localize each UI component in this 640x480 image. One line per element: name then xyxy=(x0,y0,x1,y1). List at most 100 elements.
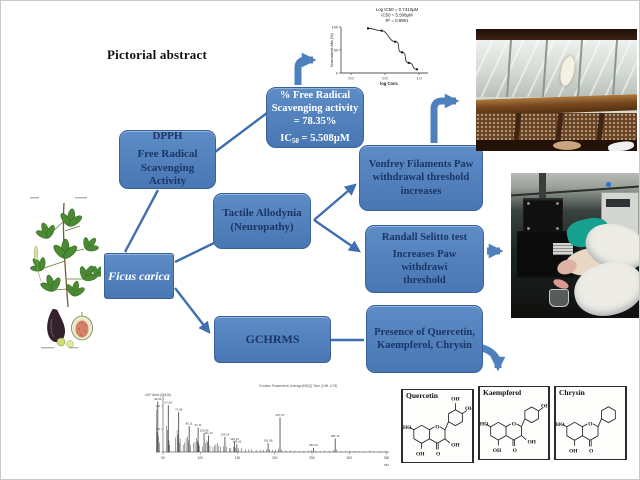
svg-text:IC50 = 5.508µM: IC50 = 5.508µM xyxy=(381,13,413,18)
svg-text:O: O xyxy=(512,421,516,427)
svg-text:57.06: 57.06 xyxy=(165,401,173,405)
svg-text:OH: OH xyxy=(465,406,472,412)
svg-text:x10⁵ Area (24416): x10⁵ Area (24416) xyxy=(145,393,171,397)
svg-text:100: 100 xyxy=(197,456,203,460)
svg-text:146.12: 146.12 xyxy=(230,437,239,441)
svg-text:0.0: 0.0 xyxy=(156,450,161,454)
svg-text:Log IC50 = 0.7410µM: Log IC50 = 0.7410µM xyxy=(376,7,419,12)
line-tactile-randall xyxy=(313,219,361,253)
svg-text:0: 0 xyxy=(336,71,338,75)
line-ficus-dpph xyxy=(123,189,160,253)
svg-text:300: 300 xyxy=(346,456,352,460)
svg-text:log Conc: log Conc xyxy=(380,81,399,86)
svg-text:85.11: 85.11 xyxy=(186,421,193,425)
svg-text:Creation Parameters: Average(M: Creation Parameters: Average(MS[1]) Time… xyxy=(259,384,337,388)
arrow-to-cage-photo xyxy=(430,93,460,143)
motor-block xyxy=(522,197,563,234)
box-presence-flavonoids: Presence of Quercetin,Kaempferol, Chrysi… xyxy=(366,305,483,373)
dark-fig-fruit xyxy=(47,308,65,343)
structure-quercetin: Quercetin OHOOHOOHOHOH xyxy=(401,389,474,463)
box-gchrms: GCHRMS xyxy=(214,316,331,363)
mesh-floor xyxy=(476,112,637,141)
line-tactile-vonfrey xyxy=(313,183,357,221)
structure-name: Quercetin xyxy=(406,391,438,400)
svg-text:100: 100 xyxy=(332,25,338,29)
clear-cup xyxy=(549,289,570,307)
svg-text:71.08: 71.08 xyxy=(175,407,183,411)
flower-catkin xyxy=(33,245,42,282)
svg-text:149.16: 149.16 xyxy=(232,440,241,444)
box-ficus-carica: Ficus carica xyxy=(104,253,174,299)
white-cloth xyxy=(607,140,635,151)
box-tactile-allodynia: Tactile Allodynia(Neuropathy) xyxy=(213,193,311,249)
fig-leaves xyxy=(30,208,101,297)
svg-text:HO: HO xyxy=(556,422,565,428)
ic50-value: IC50 = 5.508µM xyxy=(280,133,350,146)
svg-text:OH: OH xyxy=(451,396,460,402)
svg-text:O: O xyxy=(589,449,594,455)
svg-text:0.0: 0.0 xyxy=(348,77,353,81)
rat-cage-photo xyxy=(476,29,637,151)
svg-text:111.13: 111.13 xyxy=(204,431,213,435)
small-fig-fruits xyxy=(56,337,74,348)
svg-text:OH: OH xyxy=(541,403,548,409)
line-ficus-tactile xyxy=(174,241,215,264)
hand xyxy=(553,141,582,151)
svg-text:OH: OH xyxy=(416,452,425,458)
svg-text:O: O xyxy=(588,421,593,427)
line-dpph-freeradical xyxy=(214,112,268,153)
svg-text:133.14: 133.14 xyxy=(221,432,230,436)
cage-underside xyxy=(476,140,637,151)
cut-fig-fruit xyxy=(71,312,93,341)
cage-top-frame xyxy=(476,29,637,40)
svg-text:207.07: 207.07 xyxy=(276,413,285,417)
svg-text:1.0: 1.0 xyxy=(416,77,421,81)
blue-connector xyxy=(605,181,611,187)
svg-text:OH: OH xyxy=(527,439,536,445)
svg-text:O: O xyxy=(436,452,441,458)
svg-text:252.01: 252.01 xyxy=(309,443,318,447)
svg-text:Normalized Abs (%): Normalized Abs (%) xyxy=(330,32,334,66)
svg-text:43.04: 43.04 xyxy=(154,397,162,401)
page-title: Pictorial abstract xyxy=(107,47,207,62)
svg-text:O: O xyxy=(435,424,440,430)
label-sticker xyxy=(553,243,574,255)
svg-text:97.11: 97.11 xyxy=(195,423,202,427)
svg-text:0.5: 0.5 xyxy=(382,77,387,81)
svg-text:O: O xyxy=(513,448,517,454)
svg-text:50: 50 xyxy=(161,456,165,460)
svg-text:105.08: 105.08 xyxy=(200,429,209,433)
svg-text:m/z: m/z xyxy=(384,463,390,467)
svg-text:191.08: 191.08 xyxy=(264,439,273,443)
svg-text:281.11: 281.11 xyxy=(331,434,340,438)
display xyxy=(606,198,630,207)
svg-text:200: 200 xyxy=(272,456,278,460)
svg-text:HO: HO xyxy=(403,425,412,431)
mass-spectrum-chart: Creation Parameters: Average(MS[1]) Time… xyxy=(145,384,390,467)
illegible-caption-marks xyxy=(30,197,87,349)
svg-text:250: 250 xyxy=(309,456,315,460)
structure-name: Chrysin xyxy=(559,388,585,397)
randall-selitto-apparatus-photo xyxy=(511,173,639,318)
stand-rod xyxy=(539,173,547,205)
quercetin-skeleton: OHOOHOOHOHOH xyxy=(403,396,472,458)
acrylic-glare xyxy=(476,39,637,98)
svg-text:OH: OH xyxy=(451,443,460,449)
svg-text:150: 150 xyxy=(235,456,241,460)
line-ficus-gchrms xyxy=(174,287,211,334)
svg-text:HO: HO xyxy=(480,422,488,428)
structure-name: Kaempferol xyxy=(483,388,522,397)
arrow-to-dose-chart xyxy=(294,52,317,85)
svg-text:R² = 0.9901: R² = 0.9901 xyxy=(385,18,409,23)
